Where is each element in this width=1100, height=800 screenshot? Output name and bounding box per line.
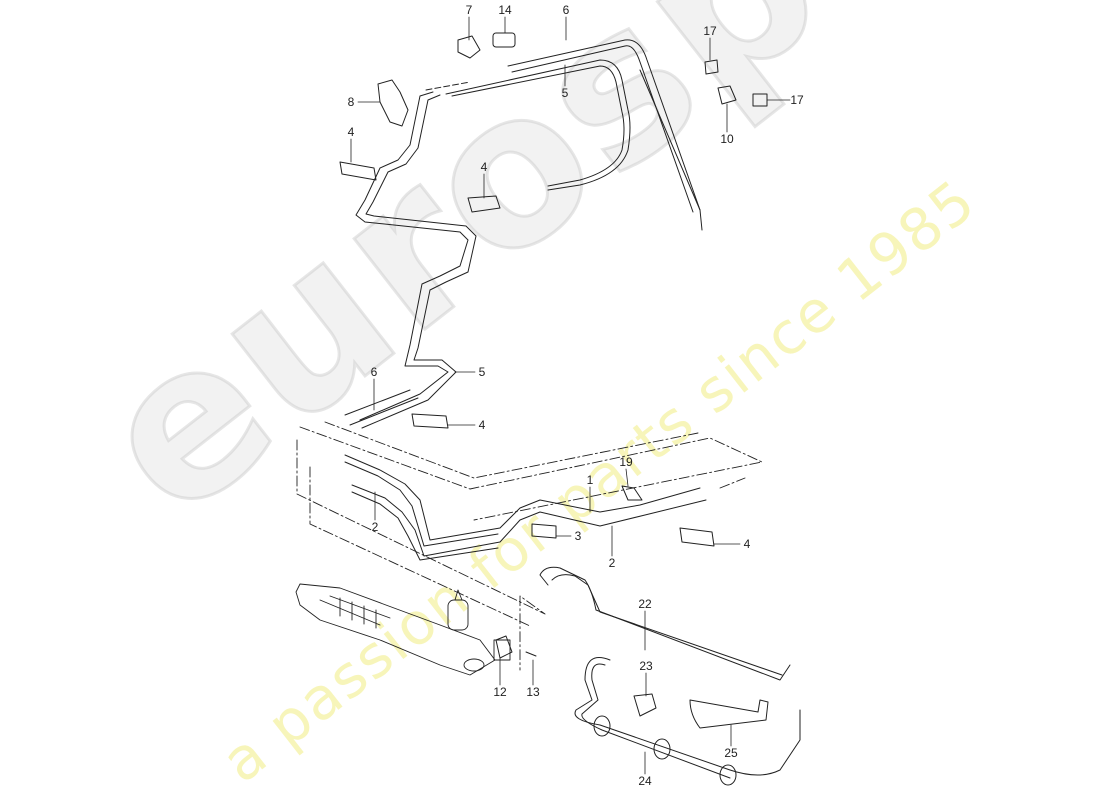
clip-12 [495,635,513,659]
callout-4: 4 [743,537,751,551]
steering-rack [295,583,511,676]
nut-17b [752,93,768,107]
bracket-25 [689,699,769,729]
callout-4: 4 [480,160,488,174]
callout-17: 17 [703,24,717,38]
bracket-8 [377,79,409,127]
return-hose-6 [344,39,703,426]
callout-25: 25 [724,746,738,760]
nut-17a [704,59,719,75]
callout-1: 1 [586,473,594,487]
callout-5: 5 [478,365,486,379]
small-parts [339,32,768,717]
callout-22: 22 [638,597,652,611]
callout-3: 3 [574,529,582,543]
leader-lines [350,16,791,775]
callout-6: 6 [370,365,378,379]
callout-19: 19 [619,455,633,469]
clip-10 [717,85,737,105]
callout-4: 4 [478,418,486,432]
callout-13: 13 [526,685,540,699]
callout-2: 2 [371,520,379,534]
callout-7: 7 [465,3,473,17]
callout-12: 12 [493,685,507,699]
clip-4b [467,195,501,213]
callout-10: 10 [720,132,734,146]
clip-4a [339,161,377,181]
callout-23: 23 [639,659,653,673]
callout-5: 5 [561,86,569,100]
callout-8: 8 [347,95,355,109]
line-22 [539,566,791,681]
dashed-assembly-outline [296,421,763,671]
clip-3 [531,523,557,539]
callout-2: 2 [608,556,616,570]
bolt-13 [525,651,537,657]
callout-17: 17 [790,93,804,107]
callout-14: 14 [498,3,512,17]
callout-24: 24 [638,774,652,788]
clip-19 [621,485,643,501]
bracket-14 [492,32,516,48]
callout-4: 4 [347,125,355,139]
clip-4c [411,413,449,429]
pressure-line-5 [355,59,631,429]
pressure-line-1-2 [344,454,707,561]
clip-4d [679,527,715,547]
callout-6: 6 [562,3,570,17]
clip-23 [633,693,657,717]
clamp-7 [457,35,481,59]
line-24 [574,657,801,786]
